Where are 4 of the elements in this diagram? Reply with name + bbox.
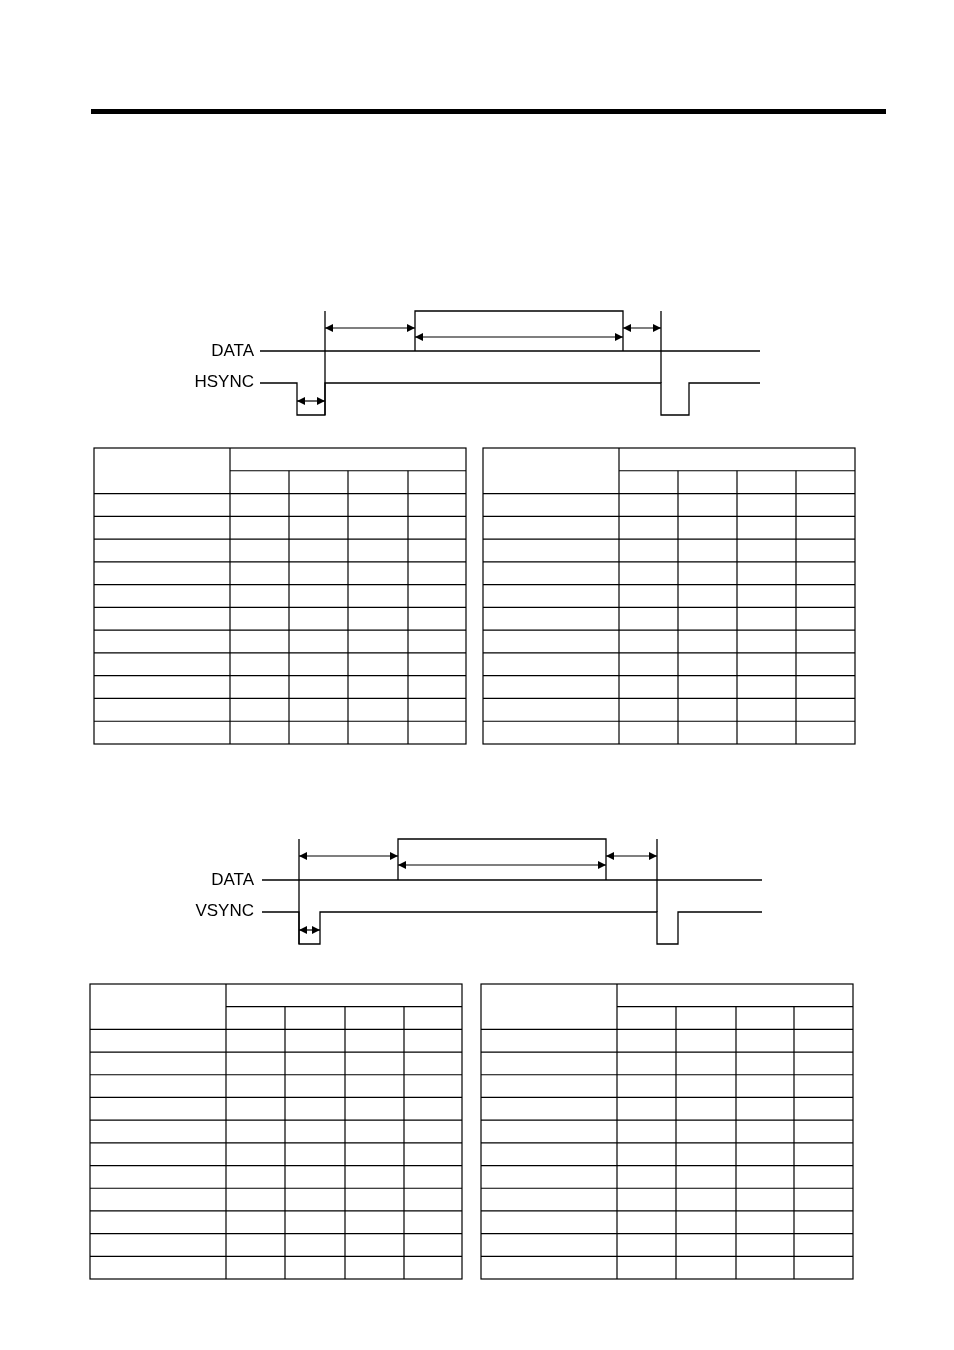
signal-name: VSYNC bbox=[194, 901, 254, 921]
signal-name: DATA bbox=[210, 341, 254, 361]
signal-name: DATA bbox=[210, 870, 254, 890]
signal-name: HSYNC bbox=[193, 372, 254, 392]
